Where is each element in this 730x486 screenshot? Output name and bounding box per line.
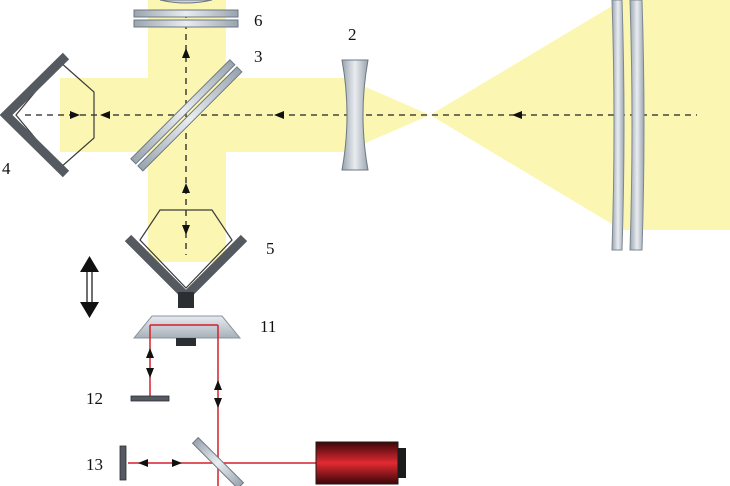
window-6-dome [159,0,213,4]
arrow-right-icon [70,111,80,119]
beamsplitter-plate-a [130,59,236,165]
arrow-up-icon [146,348,154,358]
prism-11 [132,315,242,346]
label-13: 13 [86,455,103,474]
prism-11-foot [176,338,196,346]
window-6-plate-b [133,19,239,28]
reflector-4-mirror [0,52,70,178]
arrow-down-icon [214,398,222,408]
arrow-down-icon [182,225,190,235]
window-6 [133,0,239,28]
beamsplitter-plate-b [137,66,243,172]
label-12: 12 [86,389,103,408]
arrow-up-icon [182,183,190,193]
laser-body [315,441,399,485]
prism-11-body [132,315,242,339]
laser-source [315,441,406,485]
label-5: 5 [266,239,275,258]
large-lens-left [611,0,625,251]
component-labels: 2 3 4 5 6 11 12 13 [2,11,357,474]
corner-reflector-5 [124,209,248,308]
corner-reflector-4 [0,52,95,178]
arrow-left-icon [512,111,522,119]
arrow-down-icon [146,368,154,378]
label-4: 4 [2,159,11,178]
window-6-plate-a [133,9,239,18]
large-lens-right [629,0,645,251]
arrow-left-icon [100,111,110,119]
label-11: 11 [260,317,276,336]
arrow-left-icon [138,459,148,467]
lens-2 [341,59,369,171]
mirror-13 [119,445,127,481]
reflector-5-inner [139,209,233,289]
label-2: 2 [348,25,357,44]
label-3: 3 [254,47,263,66]
arrow-right-icon [172,459,182,467]
large-lens-pair [611,0,645,251]
reflector-4-inner [15,61,95,169]
arrow-up-icon [214,380,222,390]
translation-double-arrow-icon [80,256,99,318]
laser-arrows [138,348,222,467]
beamsplitter-3 [130,59,243,172]
arrow-left-icon [274,111,284,119]
reflector-5-stem [178,292,194,308]
mirror-12 [130,395,170,402]
diverging-beam [345,78,430,152]
arrow-up-icon [182,48,190,58]
laser-end-cap [398,448,406,478]
axis-arrows [70,48,522,235]
label-6: 6 [254,11,263,30]
